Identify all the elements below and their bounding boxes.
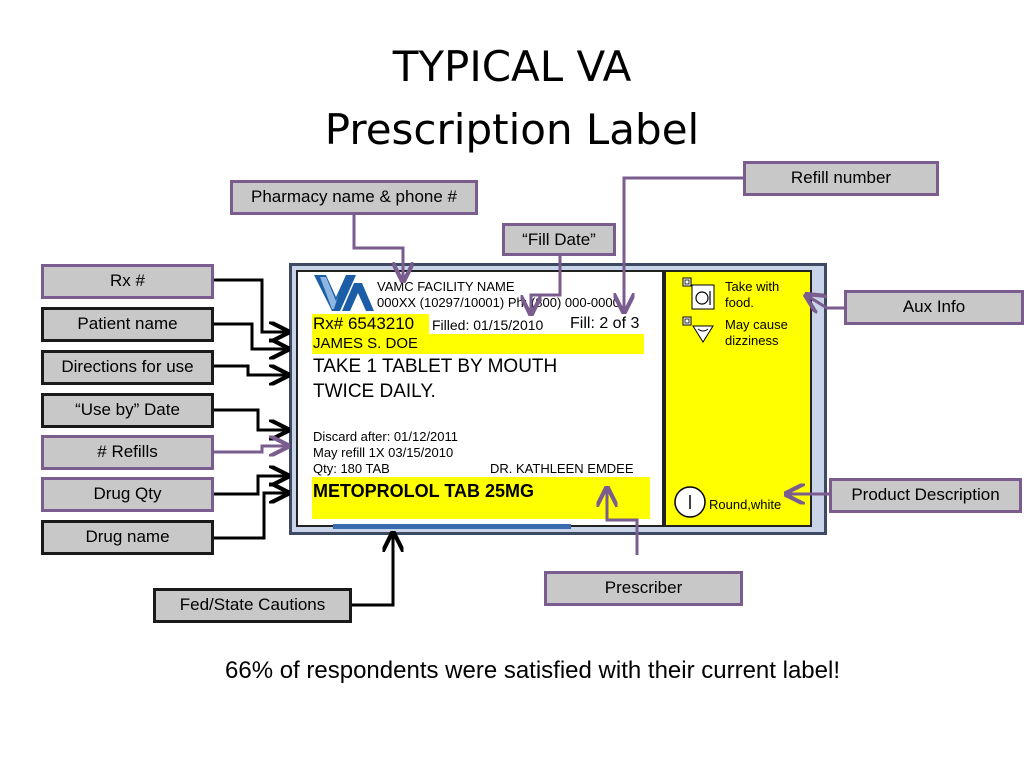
connector-rx	[214, 278, 288, 332]
connector-drug-name	[214, 493, 288, 540]
aux-may-cause: May cause	[725, 317, 788, 332]
callout-aux-info: Aux Info	[844, 290, 1024, 325]
connector-directions	[214, 364, 288, 375]
connector-fill-date	[531, 255, 562, 314]
callout-refill-number: Refill number	[743, 161, 939, 196]
connector-use-by	[214, 408, 288, 430]
title-line-2: Prescription Label	[324, 105, 700, 154]
connector-fed-state	[352, 533, 393, 607]
facility-phone: 000XX (10297/10001) Ph: (800) 000-0000	[377, 295, 620, 310]
pill-icon	[674, 486, 706, 518]
callout-drug-qty: Drug Qty	[41, 477, 214, 512]
connector-prescriber	[607, 488, 639, 555]
discard-after: Discard after: 01/12/2011	[313, 429, 459, 444]
connector-patient	[214, 322, 288, 349]
connector-refills	[214, 446, 288, 452]
callout-pharmacy-text: Pharmacy name & phone #	[250, 187, 457, 206]
satisfaction-footer: 66% of respondents were satisfied with t…	[225, 657, 840, 684]
callout-fill-date-text: “Fill Date”	[522, 230, 596, 249]
product-description-text: Round,white	[709, 497, 782, 512]
callout-patient-name-text: Patient name	[77, 314, 178, 333]
connector-refill-number	[624, 176, 744, 312]
connector-drug-qty	[214, 476, 288, 496]
rx-number: Rx# 6543210	[313, 314, 415, 333]
callout-fill-date: “Fill Date”	[502, 223, 616, 256]
aux-take-with: Take with	[725, 279, 780, 294]
callout-product-description: Product Description	[829, 478, 1022, 513]
filled-date: Filled: 01/15/2010	[432, 317, 544, 333]
callout-use-by-text: “Use by” Date	[75, 400, 180, 419]
dizziness-icon	[682, 316, 714, 343]
rx-highlight	[312, 314, 429, 334]
callout-directions-text: Directions for use	[61, 357, 194, 376]
food-icon	[682, 277, 715, 310]
callout-drug-name-text: Drug name	[85, 527, 170, 546]
aux-food: food.	[725, 295, 754, 310]
callout-use-by: “Use by” Date	[41, 393, 214, 428]
drug-highlight	[312, 477, 650, 519]
callout-drug-qty-text: Drug Qty	[93, 484, 162, 503]
callout-refills: # Refills	[41, 435, 214, 470]
callout-rx: Rx #	[41, 264, 214, 299]
callout-pharmacy: Pharmacy name & phone #	[230, 180, 478, 215]
callout-product-description-text: Product Description	[851, 485, 1000, 504]
callout-patient-name: Patient name	[41, 307, 214, 342]
callout-fed-state: Fed/State Cautions	[153, 588, 352, 623]
callout-drug-name: Drug name	[41, 520, 214, 555]
callout-aux-info-text: Aux Info	[902, 297, 966, 316]
callout-prescriber: Prescriber	[544, 571, 743, 606]
callout-prescriber-text: Prescriber	[604, 578, 683, 597]
connector-aux	[806, 295, 846, 308]
callout-rx-text: Rx #	[110, 271, 145, 290]
patient-name: JAMES S. DOE	[313, 335, 419, 352]
drug-name: METOPROLOL TAB 25MG	[313, 481, 535, 501]
directions-line-1: TAKE 1 TABLET BY MOUTH	[313, 356, 558, 377]
callout-directions: Directions for use	[41, 350, 214, 385]
va-logo-icon	[314, 275, 374, 311]
fill-count: Fill: 2 of 3	[570, 315, 640, 332]
prescriber-name: DR. KATHLEEN EMDEE	[490, 461, 634, 476]
cautions-bar	[333, 524, 571, 529]
directions-line-2: TWICE DAILY.	[313, 381, 436, 402]
callout-refills-text: # Refills	[97, 442, 158, 461]
patient-highlight	[312, 334, 644, 354]
may-refill: May refill 1X 03/15/2010	[313, 445, 454, 460]
quantity: Qty: 180 TAB	[313, 461, 390, 476]
callout-fed-state-text: Fed/State Cautions	[179, 595, 326, 614]
title-line-1: TYPICAL VA	[392, 42, 632, 91]
callout-refill-number-text: Refill number	[790, 168, 892, 187]
aux-dizziness: dizziness	[725, 333, 779, 348]
connector-pharmacy	[352, 215, 403, 281]
